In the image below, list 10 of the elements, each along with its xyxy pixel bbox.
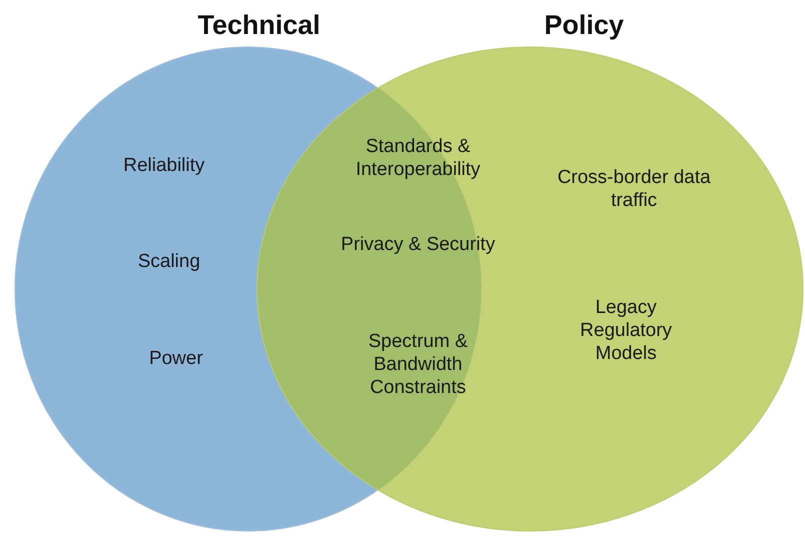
category-item: Reliability bbox=[122, 154, 206, 177]
category-item: Cross-border data traffic bbox=[556, 166, 712, 212]
circle-heading: Technical bbox=[198, 10, 320, 41]
circle-heading: Policy bbox=[544, 10, 624, 41]
category-item: Legacy Regulatory Models bbox=[579, 296, 673, 365]
overlap-item: Privacy & Security bbox=[340, 233, 496, 256]
category-item: Power bbox=[148, 347, 204, 370]
overlap-item: Standards & Interoperability bbox=[354, 135, 482, 181]
overlap-item: Spectrum & Bandwidth Constraints bbox=[367, 330, 469, 399]
category-item: Scaling bbox=[136, 250, 202, 273]
